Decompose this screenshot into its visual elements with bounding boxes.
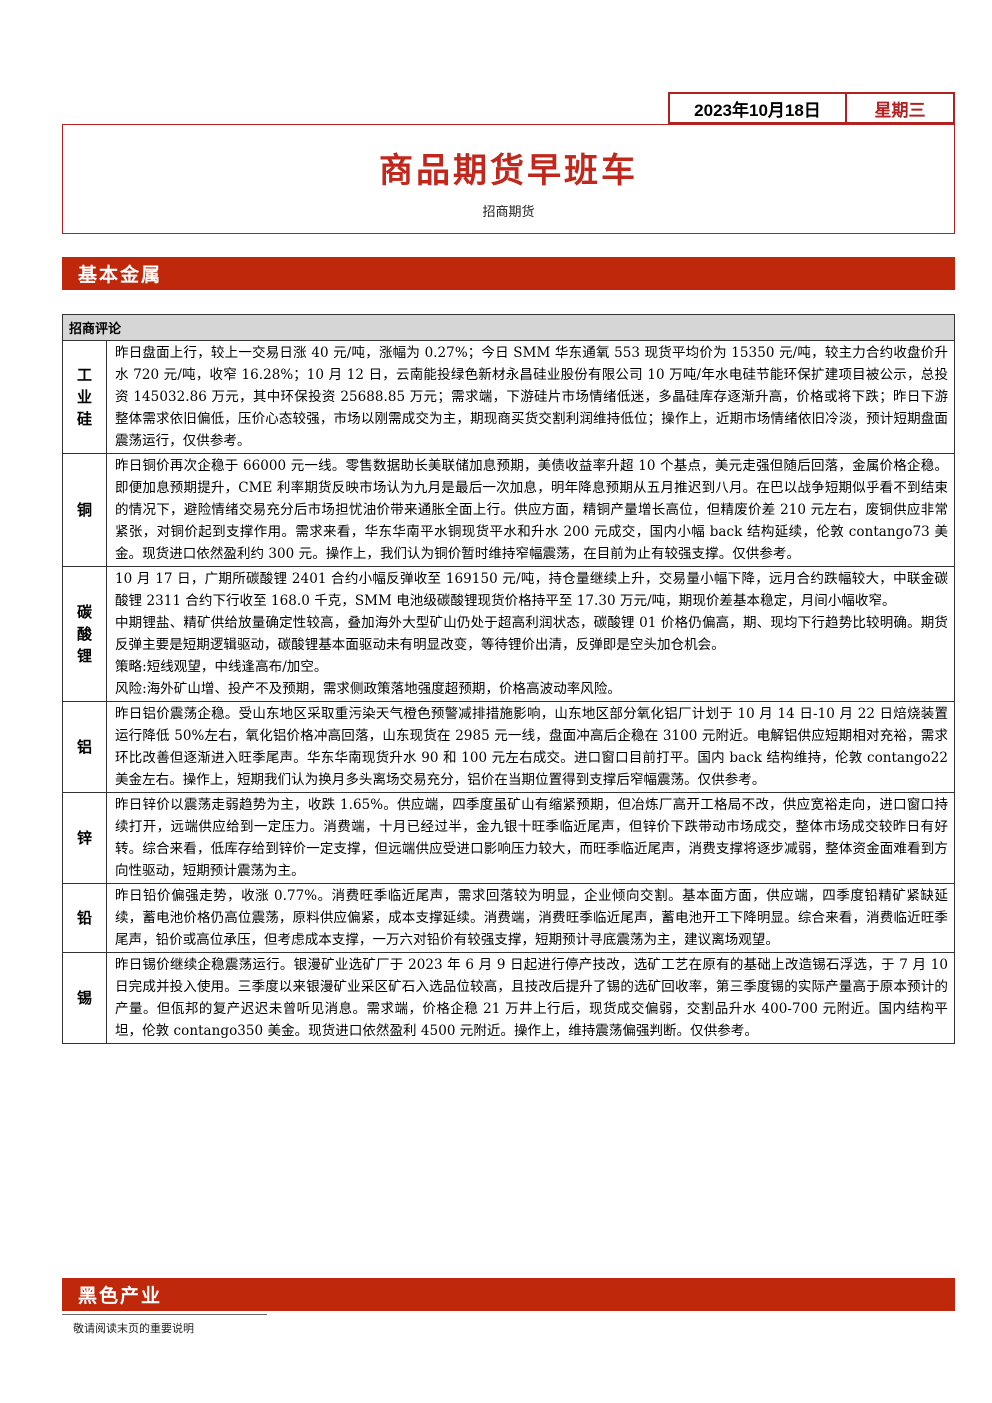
table-header-row: 招商评论 <box>62 314 955 341</box>
category-char: 铝 <box>76 738 92 756</box>
commentary-paragraph: 10 月 17 日，广期所碳酸锂 2401 合约小幅反弹收至 169150 元/… <box>115 571 948 609</box>
section-header-ferrous: 黑色产业 <box>62 1278 955 1311</box>
commentary-paragraph: 昨日铜价再次企稳于 66000 元一线。零售数据助长美联储加息预期，美债收益率升… <box>115 458 948 562</box>
commentary-paragraph: 昨日锌价以震荡走弱趋势为主，收跌 1.65%。供应端，四季度虽矿山有缩紧预期，但… <box>115 797 948 879</box>
category-char: 铅 <box>76 909 92 927</box>
category-char: 业 <box>76 388 92 406</box>
commentary-text: 昨日铝价震荡企稳。受山东地区采取重污染天气橙色预警减排措施影响，山东地区部分氧化… <box>106 701 955 793</box>
category-char: 硅 <box>76 410 92 428</box>
category-char: 碳 <box>76 603 92 621</box>
commentary-paragraph: 昨日盘面上行，较上一交易日涨 40 元/吨，涨幅为 0.27%；今日 SMM 华… <box>115 345 948 449</box>
commentary-text: 昨日铜价再次企稳于 66000 元一线。零售数据助长美联储加息预期，美债收益率升… <box>106 453 955 567</box>
table-row: 铝 昨日铝价震荡企稳。受山东地区采取重污染天气橙色预警减排措施影响，山东地区部分氧… <box>62 701 955 793</box>
table-row: 锌 昨日锌价以震荡走弱趋势为主，收跌 1.65%。供应端，四季度虽矿山有缩紧预期，… <box>62 792 955 884</box>
table-row: 工业硅昨日盘面上行，较上一交易日涨 40 元/吨，涨幅为 0.27%；今日 SM… <box>62 340 955 454</box>
commentary-text: 昨日铅价偏强走势，收涨 0.77%。消费旺季临近尾声，需求回落较为明显，企业倾向… <box>106 883 955 953</box>
commentary-paragraph: 昨日锡价继续企稳震荡运行。银漫矿业选矿厂于 2023 年 6 月 9 日起进行停… <box>115 957 948 1039</box>
category-char: 酸 <box>76 625 92 643</box>
footer-divider <box>62 1314 267 1315</box>
category-label: 铅 <box>62 883 107 953</box>
category-char: 锌 <box>76 829 92 847</box>
category-char: 锂 <box>76 647 92 665</box>
commentary-paragraph: 中期锂盐、精矿供给放量确定性较高，叠加海外大型矿山仍处于超高利润状态，碳酸锂 0… <box>115 615 948 653</box>
category-label: 铜 <box>62 453 107 567</box>
commentary-paragraph: 风险:海外矿山增、投产不及预期，需求侧政策落地强度超预期，价格高波动率风险。 <box>115 681 621 697</box>
report-weekday: 星期三 <box>874 100 926 121</box>
commentary-text: 10 月 17 日，广期所碳酸锂 2401 合约小幅反弹收至 169150 元/… <box>106 566 955 702</box>
category-char: 锡 <box>76 989 92 1007</box>
commentary-text: 昨日锡价继续企稳震荡运行。银漫矿业选矿厂于 2023 年 6 月 9 日起进行停… <box>106 952 955 1044</box>
section-header-metals: 基本金属 <box>62 257 955 290</box>
category-char: 铜 <box>76 501 92 519</box>
table-row: 铅 昨日铅价偏强走势，收涨 0.77%。消费旺季临近尾声，需求回落较为明显，企业倾… <box>62 883 955 953</box>
commentary-paragraph: 昨日铝价震荡企稳。受山东地区采取重污染天气橙色预警减排措施影响，山东地区部分氧化… <box>115 706 948 788</box>
table-header: 招商评论 <box>62 314 955 341</box>
page-subtitle: 招商期货 <box>482 205 535 220</box>
category-label: 工业硅 <box>62 340 107 454</box>
title-box: 商品期货早班车 招商期货 <box>62 124 955 234</box>
commentary-table: 招商评论 工业硅昨日盘面上行，较上一交易日涨 40 元/吨，涨幅为 0.27%；… <box>62 314 955 1044</box>
category-label: 铝 <box>62 701 107 793</box>
commentary-text: 昨日盘面上行，较上一交易日涨 40 元/吨，涨幅为 0.27%；今日 SMM 华… <box>106 340 955 454</box>
category-label: 碳酸锂 <box>62 566 107 702</box>
table-row: 锡 昨日锡价继续企稳震荡运行。银漫矿业选矿厂于 2023 年 6 月 9 日起进行… <box>62 952 955 1044</box>
category-label: 锡 <box>62 952 107 1044</box>
category-char: 工 <box>76 366 92 384</box>
category-label: 锌 <box>62 792 107 884</box>
table-row: 铜 昨日铜价再次企稳于 66000 元一线。零售数据助长美联储加息预期，美债收益率… <box>62 453 955 567</box>
commentary-paragraph: 昨日铅价偏强走势，收涨 0.77%。消费旺季临近尾声，需求回落较为明显，企业倾向… <box>115 888 948 948</box>
date-box: 2023年10月18日 星期三 <box>668 92 955 124</box>
commentary-paragraph: 策略:短线观望，中线逢高布/加空。 <box>115 659 328 675</box>
report-date: 2023年10月18日 <box>670 94 847 122</box>
page-title: 商品期货早班车 <box>379 151 638 191</box>
commentary-text: 昨日锌价以震荡走弱趋势为主，收跌 1.65%。供应端，四季度虽矿山有缩紧预期，但… <box>106 792 955 884</box>
footer-note: 敬请阅读末页的重要说明 <box>73 1322 194 1335</box>
